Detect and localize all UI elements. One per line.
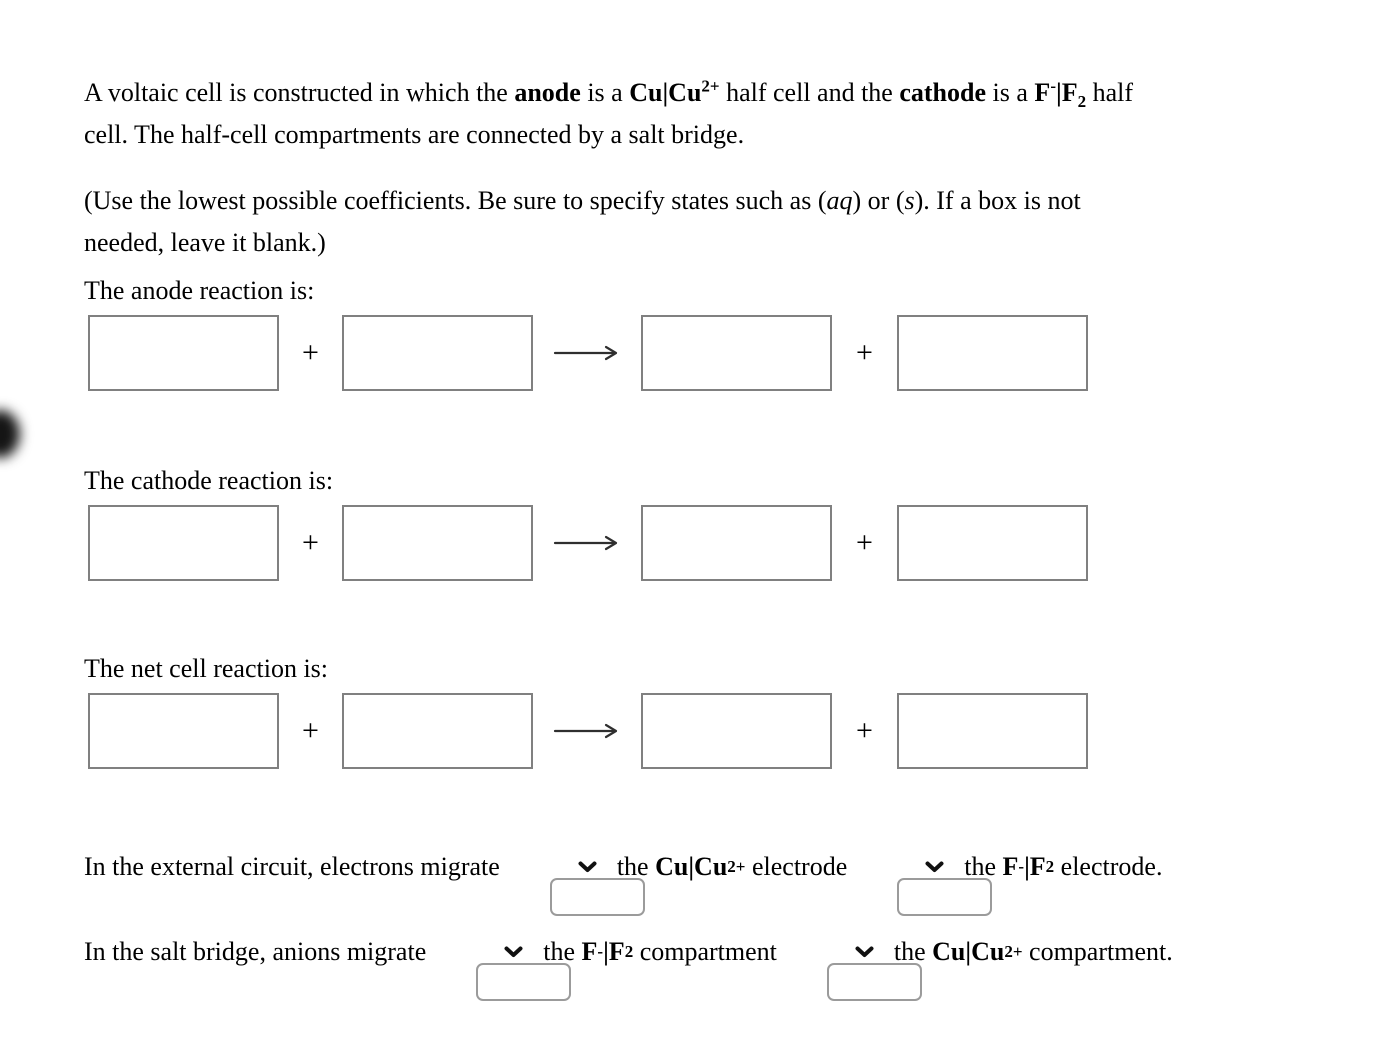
cathode-word: cathode bbox=[899, 78, 987, 107]
anode-term-2-input[interactable] bbox=[342, 315, 533, 391]
aq-state: aq bbox=[826, 186, 853, 215]
anode-reaction-label: The anode reaction is: bbox=[84, 276, 315, 305]
sentence-text: the bbox=[543, 937, 582, 966]
cu-cu2-formula: Cu|Cu bbox=[629, 78, 702, 107]
net-term-2-input[interactable] bbox=[342, 693, 533, 769]
sentence-text: compartment bbox=[633, 937, 777, 966]
right-arrow-icon bbox=[533, 345, 641, 361]
f2-symbol: |F bbox=[603, 937, 625, 966]
sentence-text: In the salt bridge, anions migrate bbox=[84, 937, 427, 966]
anode-term-1-input[interactable] bbox=[88, 315, 279, 391]
electron-migration-select-2-wrap bbox=[858, 848, 993, 916]
cathode-reaction-row: + + bbox=[88, 505, 1088, 581]
statement-text: half cell and the bbox=[719, 78, 900, 107]
sentence-text: compartment. bbox=[1022, 937, 1173, 966]
plus-sign: + bbox=[302, 336, 319, 369]
sentence-text: In the external circuit, electrons migra… bbox=[84, 852, 500, 881]
external-circuit-sentence: In the external circuit, electrons migra… bbox=[84, 848, 1163, 916]
instructions: (Use the lowest possible coefficients. B… bbox=[84, 180, 1316, 264]
edge-dot-artifact bbox=[0, 410, 20, 458]
plus-sign: + bbox=[856, 714, 873, 747]
anion-migration-select-2[interactable] bbox=[826, 963, 922, 1001]
anode-word: anode bbox=[514, 78, 581, 107]
net-reaction-section: The net cell reaction is: + + bbox=[84, 654, 1088, 769]
problem-statement: A voltaic cell is constructed in which t… bbox=[84, 72, 1316, 156]
f-symbol: F bbox=[581, 937, 598, 966]
f-charge: - bbox=[1050, 76, 1056, 96]
salt-bridge-sentence: In the salt bridge, anions migrate the F… bbox=[84, 933, 1173, 1001]
cathode-term-3-input[interactable] bbox=[641, 505, 832, 581]
net-term-4-input[interactable] bbox=[897, 693, 1088, 769]
anode-term-4-input[interactable] bbox=[897, 315, 1088, 391]
f-symbol: F bbox=[1002, 852, 1019, 881]
instructions-text: ). If a box is not bbox=[914, 186, 1081, 215]
anion-migration-select-2-wrap bbox=[788, 933, 922, 1001]
sentence-text: electrode bbox=[745, 852, 848, 881]
net-term-1-input[interactable] bbox=[88, 693, 279, 769]
instructions-text: needed, leave it blank.) bbox=[84, 228, 326, 257]
cathode-term-1-input[interactable] bbox=[88, 505, 279, 581]
cu-cu2-formula: Cu|Cu bbox=[932, 937, 1005, 966]
statement-text: half bbox=[1086, 78, 1134, 107]
sentence-text: the bbox=[893, 937, 933, 966]
statement-text: is a bbox=[580, 78, 630, 107]
chevron-down-icon bbox=[578, 861, 597, 872]
question-page: A voltaic cell is constructed in which t… bbox=[0, 72, 1316, 1001]
instructions-text: ) or ( bbox=[852, 186, 905, 215]
anion-migration-select-1[interactable] bbox=[476, 963, 572, 1001]
cathode-term-2-input[interactable] bbox=[342, 505, 533, 581]
right-arrow-icon bbox=[533, 535, 641, 551]
plus-sign: + bbox=[302, 714, 319, 747]
chevron-down-icon bbox=[504, 946, 523, 957]
statement-text: A voltaic cell is constructed in which t… bbox=[84, 78, 515, 107]
f2-subscript: 2 bbox=[1077, 92, 1087, 112]
cu-charge: 2+ bbox=[701, 76, 720, 96]
f-symbol: F bbox=[1034, 78, 1051, 107]
net-reaction-row: + + bbox=[88, 693, 1088, 769]
plus-sign: + bbox=[302, 526, 319, 559]
anion-migration-select-1-wrap bbox=[437, 933, 572, 1001]
electron-migration-select-2[interactable] bbox=[897, 878, 993, 916]
statement-text: cell. The half-cell compartments are con… bbox=[84, 120, 745, 149]
sentence-text: electrode. bbox=[1054, 852, 1163, 881]
net-term-3-input[interactable] bbox=[641, 693, 832, 769]
f2-symbol: |F bbox=[1024, 852, 1046, 881]
sentence-text: the bbox=[616, 852, 656, 881]
statement-text: is a bbox=[986, 78, 1035, 107]
s-state: s bbox=[904, 186, 915, 215]
electron-migration-select-1[interactable] bbox=[549, 878, 645, 916]
f2-symbol: |F bbox=[1055, 78, 1078, 107]
chevron-down-icon bbox=[925, 861, 944, 872]
sentence-text: the bbox=[964, 852, 1003, 881]
plus-sign: + bbox=[856, 336, 873, 369]
anode-reaction-section: The anode reaction is: + + bbox=[84, 276, 1088, 391]
plus-sign: + bbox=[856, 526, 873, 559]
cathode-term-4-input[interactable] bbox=[897, 505, 1088, 581]
net-reaction-label: The net cell reaction is: bbox=[84, 654, 329, 683]
cathode-reaction-section: The cathode reaction is: + + bbox=[84, 466, 1088, 581]
anode-reaction-row: + + bbox=[88, 315, 1088, 391]
instructions-text: (Use the lowest possible coefficients. B… bbox=[84, 186, 827, 215]
electron-migration-select-1-wrap bbox=[511, 848, 645, 916]
chevron-down-icon bbox=[855, 946, 874, 957]
cathode-reaction-label: The cathode reaction is: bbox=[84, 466, 334, 495]
anode-term-3-input[interactable] bbox=[641, 315, 832, 391]
cu-cu2-formula: Cu|Cu bbox=[655, 852, 728, 881]
right-arrow-icon bbox=[533, 723, 641, 739]
